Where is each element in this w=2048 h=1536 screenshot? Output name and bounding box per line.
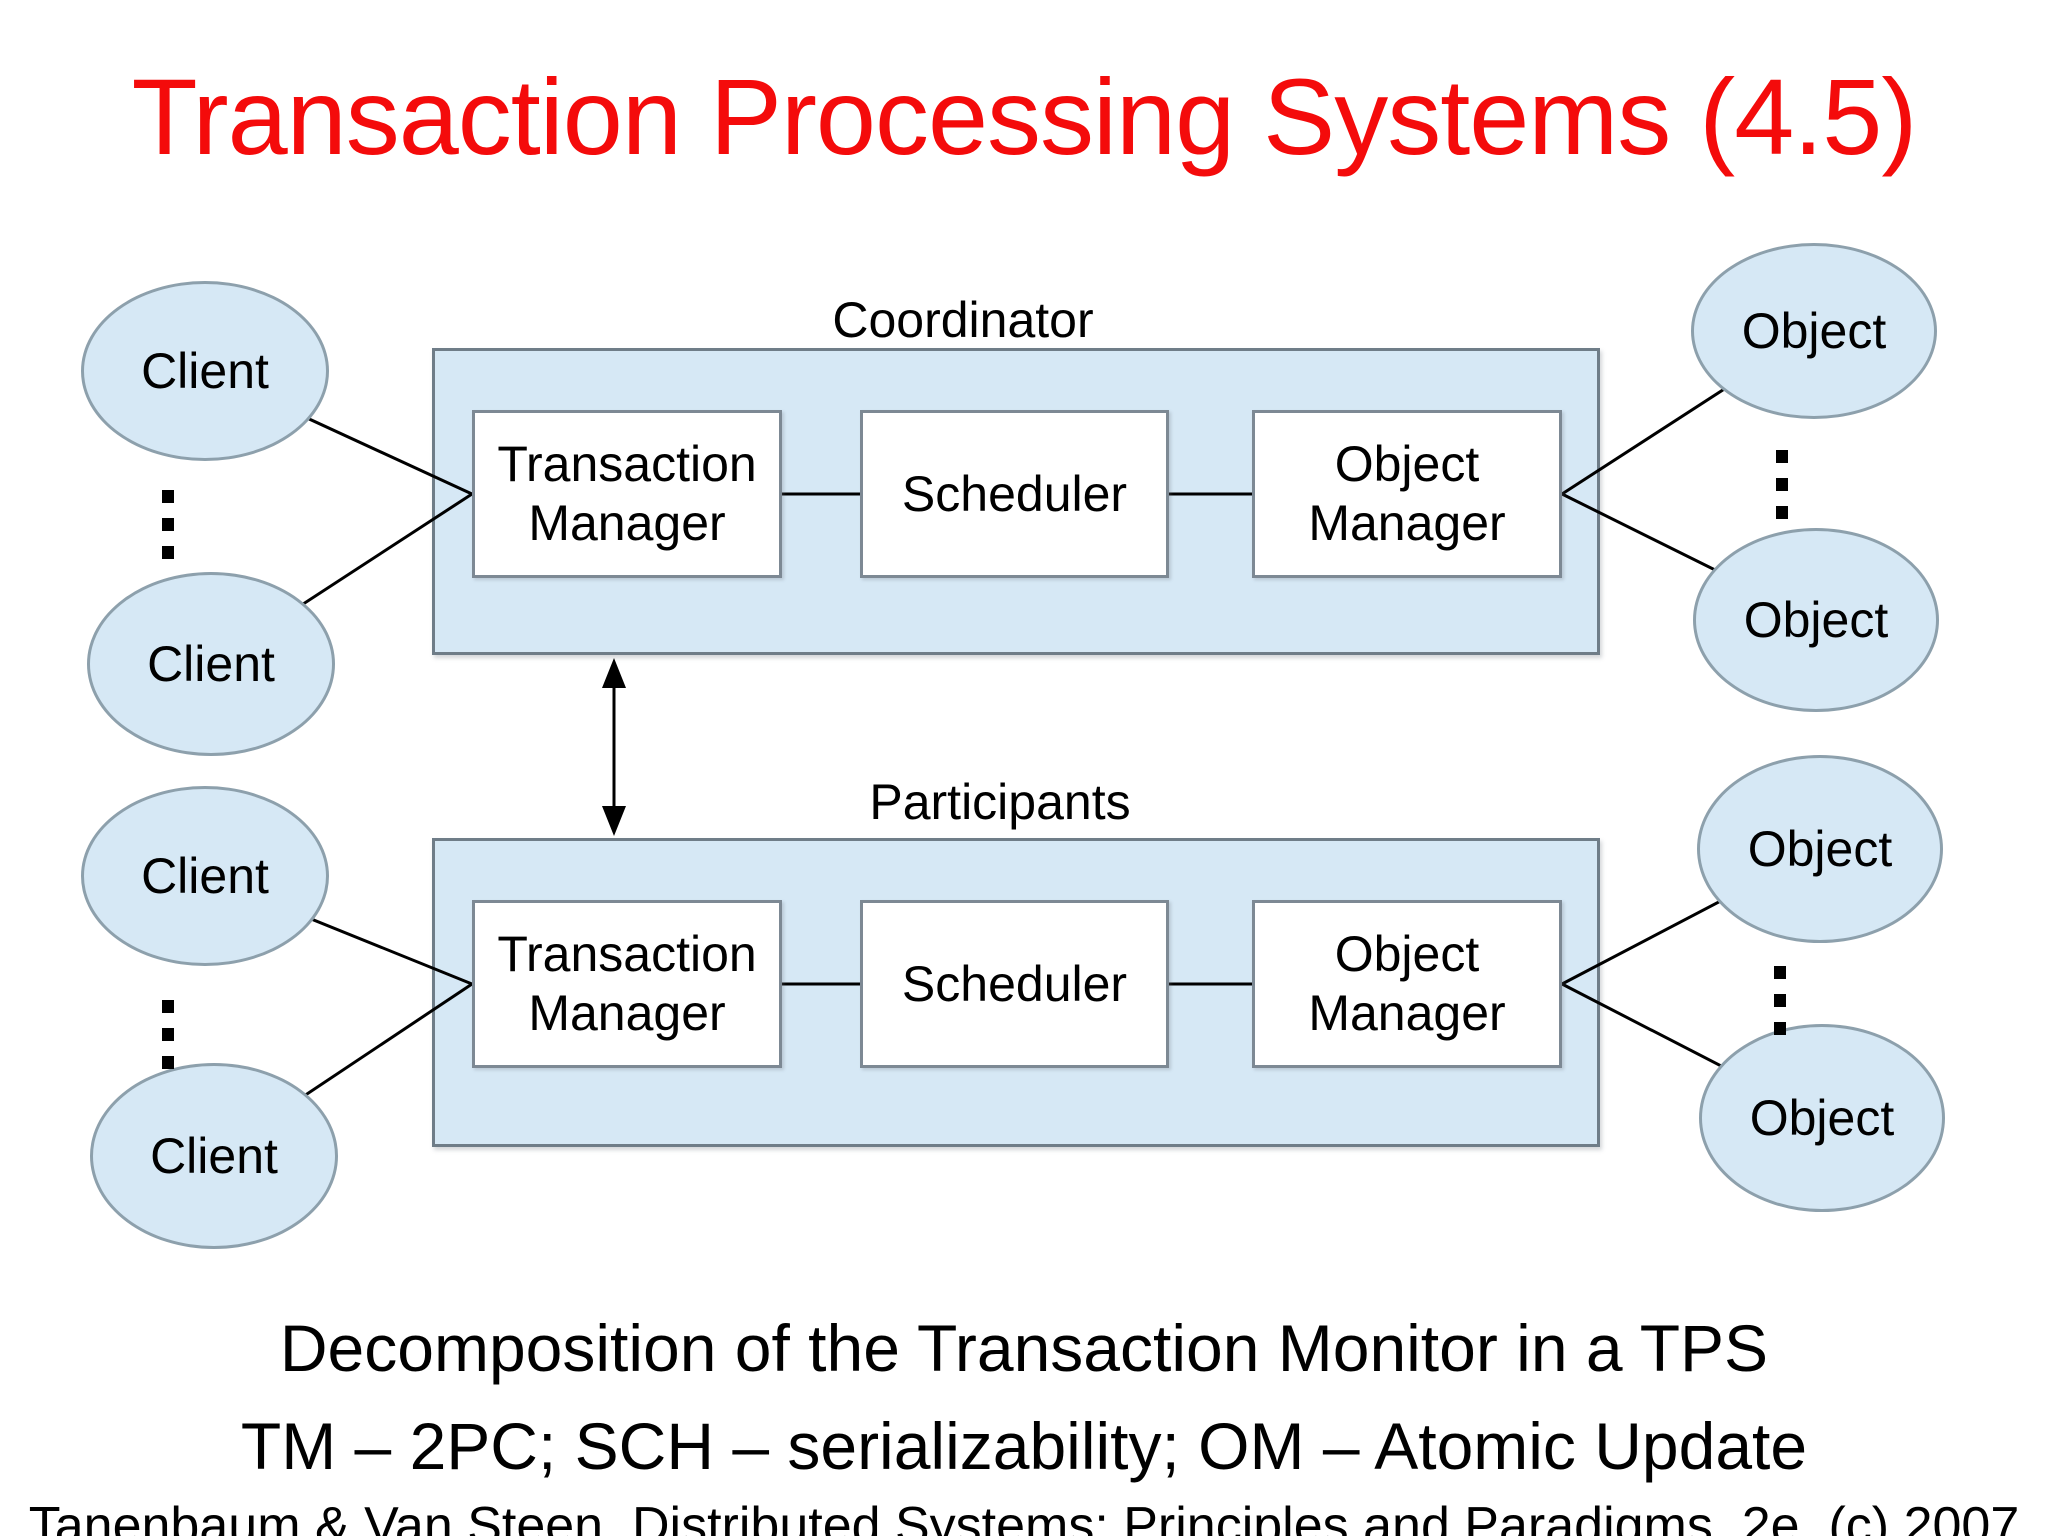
- object-manager-box-participants: Object Manager: [1252, 900, 1562, 1068]
- scheduler-box-participants: Scheduler: [860, 900, 1169, 1068]
- object-ellipse-2: Object: [1693, 528, 1939, 712]
- object-ellipse-1: Object: [1691, 243, 1937, 419]
- participants-section-label: Participants: [869, 774, 1131, 830]
- citation-text: Tanenbaum & Van Steen, Distributed Syste…: [28, 1497, 2020, 1536]
- vertical-ellipsis-icon: [1776, 450, 1788, 519]
- coordinator-section-label: Coordinator: [832, 292, 1094, 348]
- object-ellipse-3: Object: [1697, 755, 1943, 943]
- transaction-manager-box-coordinator: Transaction Manager: [472, 410, 782, 578]
- vertical-ellipsis-icon: [162, 1000, 174, 1069]
- arrowhead-down-icon: [602, 806, 626, 836]
- vertical-ellipsis-icon: [162, 490, 174, 559]
- client-ellipse-3: Client: [81, 786, 329, 966]
- client-ellipse-1: Client: [81, 281, 329, 461]
- scheduler-box-coordinator: Scheduler: [860, 410, 1169, 578]
- page-title: Transaction Processing Systems (4.5): [131, 56, 1918, 177]
- object-manager-box-coordinator: Object Manager: [1252, 410, 1562, 578]
- client-ellipse-2: Client: [87, 572, 335, 756]
- client-ellipse-4: Client: [90, 1063, 338, 1249]
- arrowhead-up-icon: [602, 658, 626, 688]
- caption-decomposition: Decomposition of the Transaction Monitor…: [279, 1311, 1769, 1385]
- transaction-manager-box-participants: Transaction Manager: [472, 900, 782, 1068]
- vertical-ellipsis-icon: [1774, 966, 1786, 1035]
- object-ellipse-4: Object: [1699, 1024, 1945, 1212]
- caption-abbreviations: TM – 2PC; SCH – serializability; OM – At…: [240, 1409, 1808, 1483]
